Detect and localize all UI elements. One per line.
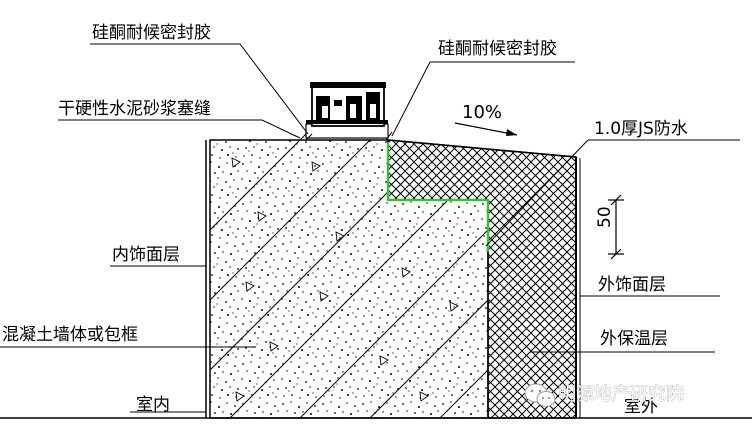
sill-slope-line <box>387 139 577 158</box>
label-sealant-right: 硅酮耐候密封胶 <box>438 39 557 59</box>
watermark: 明源地产研究院 <box>524 383 684 407</box>
label-inner-finish: 内饰面层 <box>112 245 180 265</box>
label-slope: 10% <box>462 102 502 123</box>
label-outer-finish: 外饰面层 <box>598 275 666 295</box>
label-waterproof: 1.0厚JS防水 <box>594 119 688 139</box>
leader-lines <box>0 43 740 353</box>
label-wall: 混凝土墙体或包框 <box>2 325 138 345</box>
label-sealant-left: 硅酮耐候密封胶 <box>92 23 211 43</box>
label-outdoor: 室外 <box>624 397 658 417</box>
slope-arrow <box>454 122 518 136</box>
label-dim-50: 50 <box>595 206 615 228</box>
label-indoor: 室内 <box>136 395 170 415</box>
dimension-50 <box>608 194 624 260</box>
label-insulation: 外保温层 <box>600 329 668 349</box>
watermark-text: 明源地产研究院 <box>558 384 684 405</box>
window-frame-profile <box>305 82 389 139</box>
wechat-icon <box>524 383 556 407</box>
waterproof-membrane-line <box>386 142 490 252</box>
mortar-joint <box>299 131 393 141</box>
label-mortar-joint: 干硬性水泥砂浆塞缝 <box>58 99 211 119</box>
